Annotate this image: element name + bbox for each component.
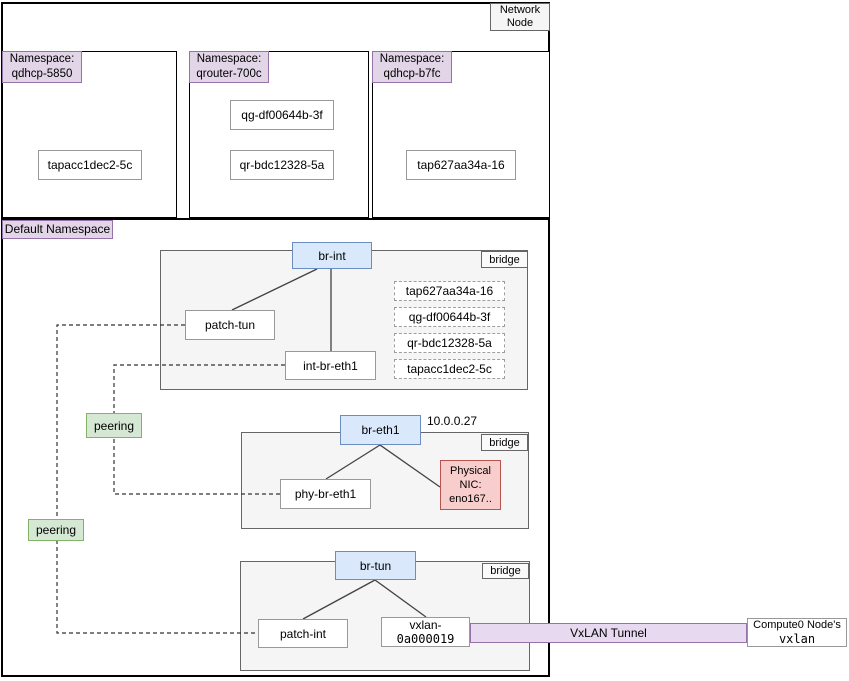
network-node-title: Network Node <box>490 3 550 31</box>
port-patch-tun: patch-tun <box>185 310 275 340</box>
attached-port-tap627aa34a-16: tap627aa34a-16 <box>394 281 505 301</box>
network-node-title-line1: Network <box>499 3 541 16</box>
namespace-label-text: Namespace: <box>9 53 75 66</box>
node-br-int: br-int <box>292 242 372 269</box>
namespace-label-qrouter-700c: Namespace: qrouter-700c <box>189 51 269 83</box>
port-tap627aa34a-16: tap627aa34a-16 <box>406 150 516 180</box>
node-compute0-vxlan: Compute0 Node's vxlan <box>747 618 847 647</box>
port-qg-df00644b-3f: qg-df00644b-3f <box>230 100 334 130</box>
compute0-label: Compute0 Node's <box>753 618 841 631</box>
attached-port-qg-df00644b-3f: qg-df00644b-3f <box>394 307 505 327</box>
compute0-vxlan-text: vxlan <box>778 631 816 646</box>
default-namespace-divider <box>1 218 550 220</box>
vxlan-port-text: vxlan- <box>409 617 442 632</box>
br-eth1-ip-address: 10.0.0.27 <box>427 414 478 428</box>
br-int-bridge-tag: bridge <box>481 251 528 268</box>
namespace-label-qdhcp-b7fc: Namespace: qdhcp-b7fc <box>372 51 452 83</box>
br-eth1-bridge-tag: bridge <box>481 434 528 451</box>
namespace-label-text: Namespace: <box>196 53 262 66</box>
namespace-label-text: qdhcp-5850 <box>11 68 73 80</box>
namespace-label-text: Namespace: <box>379 53 445 66</box>
attached-port-qr-bdc12328-5a: qr-bdc12328-5a <box>394 333 505 353</box>
network-node-outer-box <box>1 2 550 677</box>
physical-nic-text: eno167.. <box>449 493 492 506</box>
physical-nic-text: Physical <box>450 464 491 477</box>
br-tun-bridge-tag: bridge <box>482 563 529 579</box>
physical-nic-text: NIC: <box>459 478 482 491</box>
port-qr-bdc12328-5a: qr-bdc12328-5a <box>230 150 334 180</box>
port-tapacc1dec2-5c: tapacc1dec2-5c <box>38 150 142 180</box>
node-br-tun: br-tun <box>335 551 416 580</box>
port-vxlan-0a000019: vxlan- 0a000019 <box>381 617 470 647</box>
network-node-title-line2: Node <box>506 17 534 29</box>
node-br-eth1: br-eth1 <box>340 415 421 445</box>
namespace-label-text: qdhcp-b7fc <box>383 68 441 80</box>
port-patch-int: patch-int <box>258 619 348 648</box>
namespace-label-text: qrouter-700c <box>196 68 262 80</box>
port-phy-br-eth1: phy-br-eth1 <box>280 479 371 509</box>
peering-label-1: peering <box>86 413 142 438</box>
vxlan-port-id: 0a000019 <box>396 632 455 646</box>
attached-port-tapacc1dec2-5c: tapacc1dec2-5c <box>394 359 505 379</box>
port-int-br-eth1: int-br-eth1 <box>285 351 376 380</box>
vxlan-tunnel-band: VxLAN Tunnel <box>470 623 747 643</box>
default-namespace-label: Default Namespace <box>2 220 113 239</box>
namespace-label-qdhcp-5850: Namespace: qdhcp-5850 <box>2 51 82 83</box>
peering-label-2: peering <box>28 519 84 541</box>
namespace-box-qdhcp-b7fc <box>372 51 550 218</box>
node-physical-nic: Physical NIC: eno167.. <box>440 460 501 510</box>
